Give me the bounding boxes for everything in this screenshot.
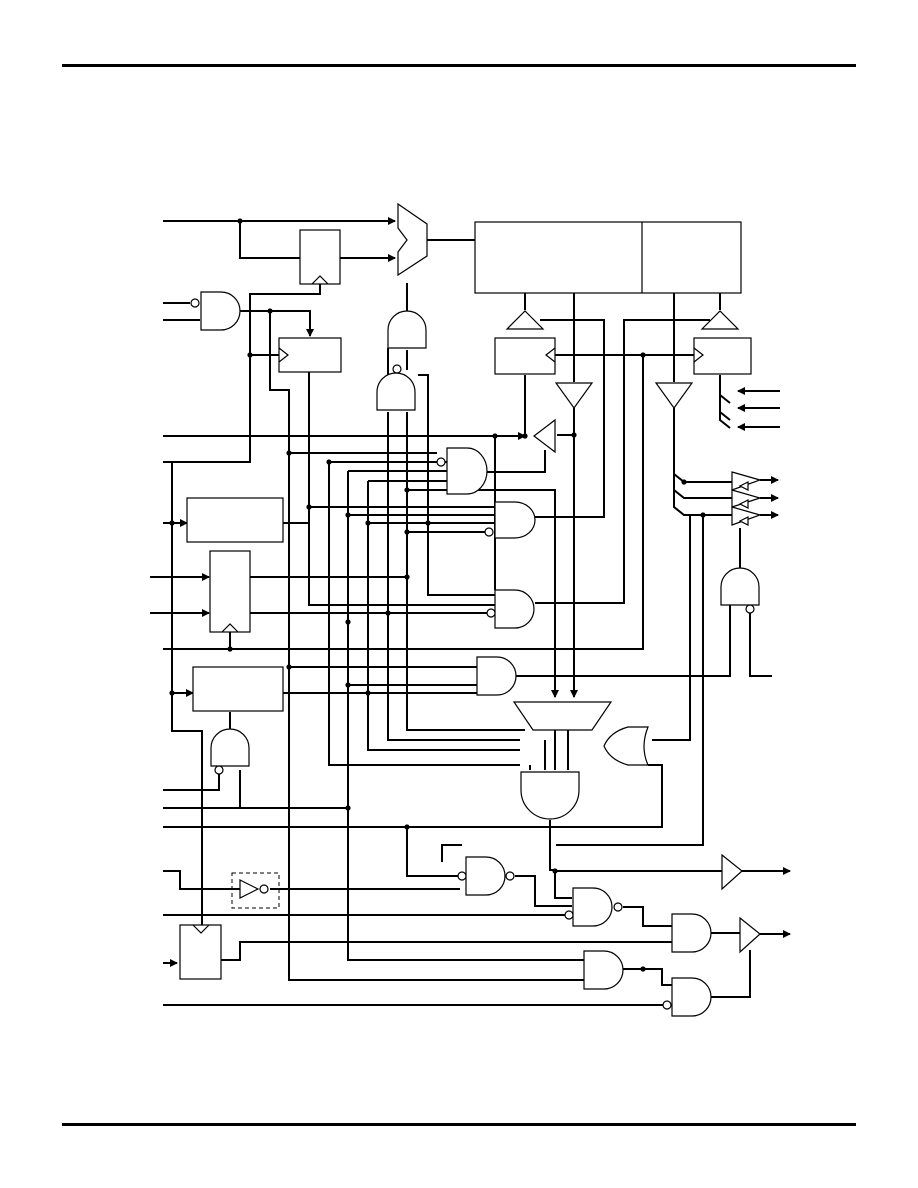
nand-gate-bottom-1 xyxy=(457,856,515,896)
header-rule xyxy=(62,64,856,67)
and-gate-center-top xyxy=(387,310,427,349)
and-gate-center-3 xyxy=(486,589,535,629)
and-gate-right xyxy=(720,567,760,614)
counter-block-left xyxy=(209,550,251,633)
and-gate-top-left xyxy=(190,291,241,331)
buffer-up-right xyxy=(700,310,740,330)
output-buffers-right xyxy=(731,471,763,526)
or-gate xyxy=(603,726,649,766)
and-gate-center-4 xyxy=(476,656,517,696)
buffer-down-center xyxy=(554,382,594,410)
and-gate-left-lower xyxy=(210,728,250,775)
and-gate-large xyxy=(520,771,580,820)
output-buffer-lower xyxy=(739,916,761,954)
optional-inverter xyxy=(231,872,280,909)
and-gate-center-1 xyxy=(436,447,488,495)
output-mux xyxy=(512,701,613,731)
latch-left-upper xyxy=(278,337,342,373)
input-mux xyxy=(397,202,428,277)
function-block-upper-left xyxy=(186,497,284,543)
function-block-lower-left xyxy=(192,666,284,712)
wire-junctions xyxy=(169,218,706,972)
and-gate-bottom-5 xyxy=(662,977,712,1017)
nand-gate-bottom-2 xyxy=(564,887,623,927)
shift-register-block xyxy=(474,221,742,294)
and-gate-bottom-4 xyxy=(583,950,624,990)
buffer-left xyxy=(533,418,556,454)
and-gate-bottom-3 xyxy=(671,913,712,953)
output-buffer-upper xyxy=(721,853,743,891)
buffer-down-right xyxy=(654,382,694,410)
latch-right xyxy=(693,337,752,375)
buffer-up-left xyxy=(505,310,545,330)
latch-center xyxy=(494,337,556,375)
input-latch xyxy=(299,229,341,285)
latch-bottom-left xyxy=(179,924,222,980)
wire-network xyxy=(150,217,791,1006)
and-gate-center-2 xyxy=(484,501,536,539)
footer-rule xyxy=(62,1123,856,1126)
nand-gate-center xyxy=(376,364,416,411)
